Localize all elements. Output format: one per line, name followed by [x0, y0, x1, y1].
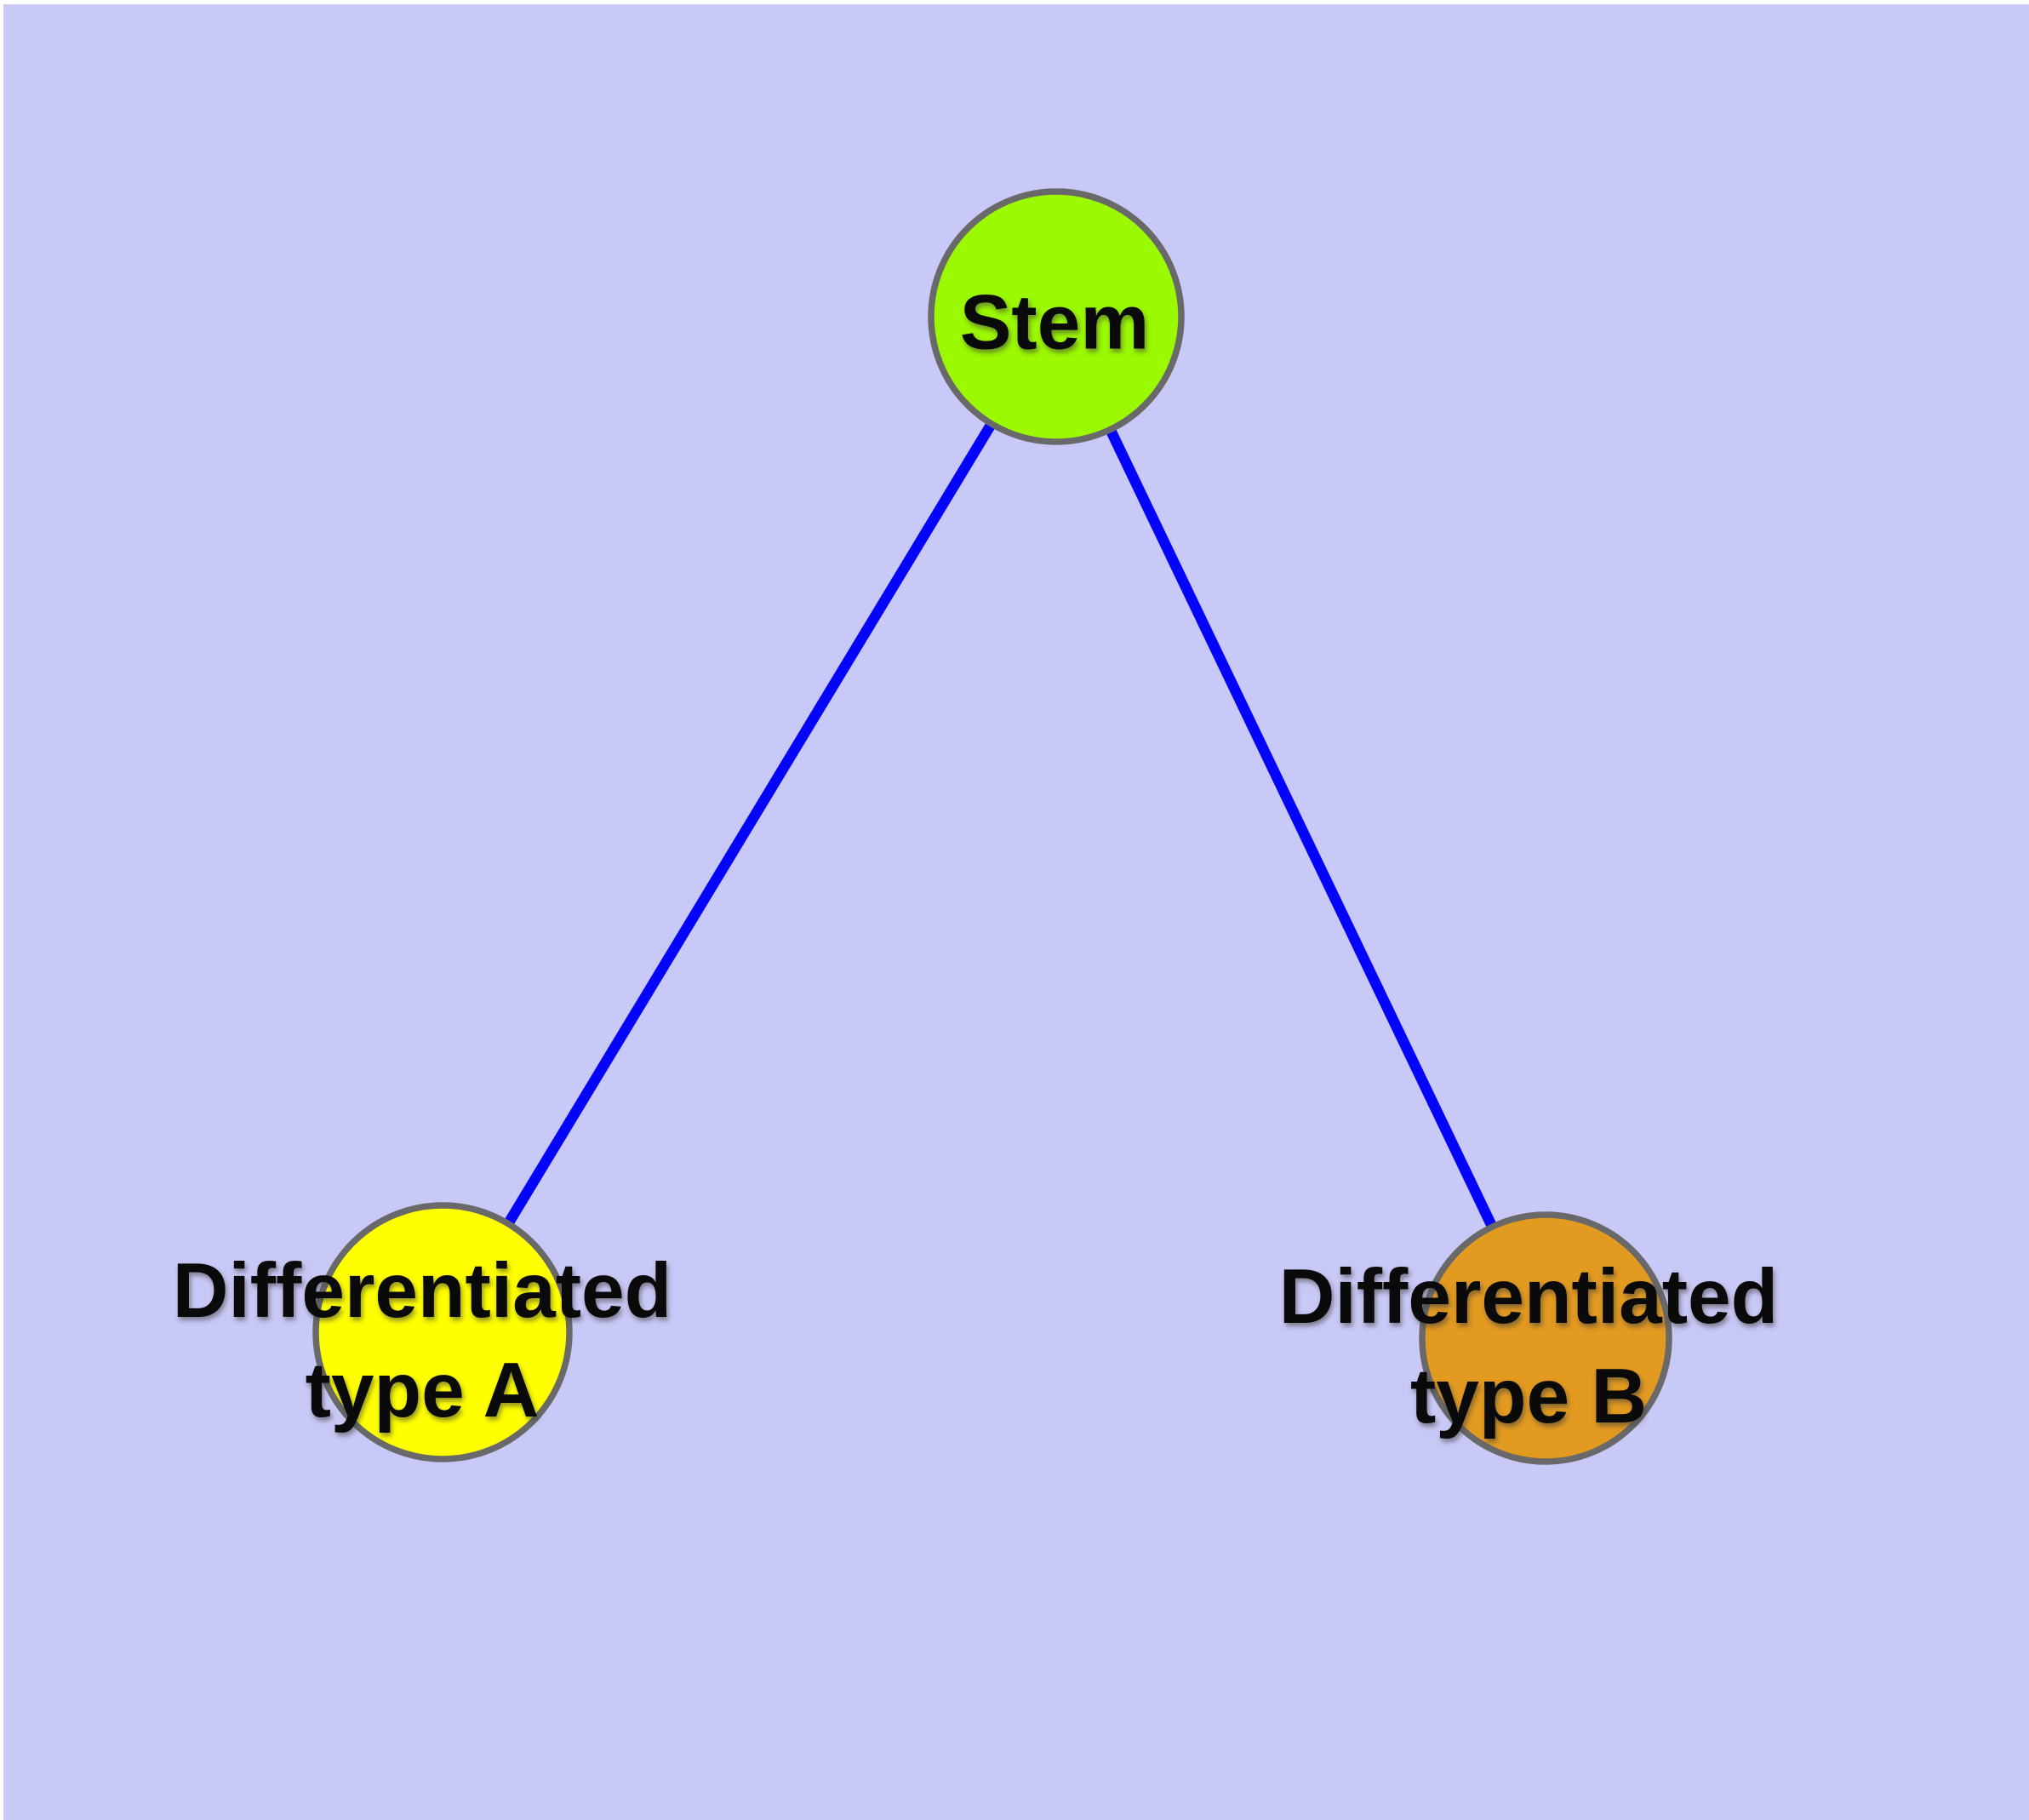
node-type-b-label-line1: Differentiated [1278, 1254, 1779, 1340]
node-type-b-circle [1419, 1211, 1672, 1465]
edge-stem-to-type-b [1051, 314, 1551, 1341]
node-type-b-label: Differentiated type B [1279, 1247, 1779, 1446]
node-type-a-circle [312, 1202, 573, 1462]
node-stem-label-text: Stem [959, 279, 1150, 366]
node-type-a-label-line2: type A [305, 1348, 540, 1434]
node-stem-label: Stem [960, 273, 1150, 373]
edge-stem-to-type-a [437, 313, 1061, 1336]
node-type-a-label-line1: Differentiated [172, 1248, 672, 1334]
node-type-a-label: Differentiated type A [173, 1241, 672, 1440]
node-type-b-label-line2: type B [1409, 1354, 1648, 1439]
node-stem-circle [928, 188, 1185, 445]
